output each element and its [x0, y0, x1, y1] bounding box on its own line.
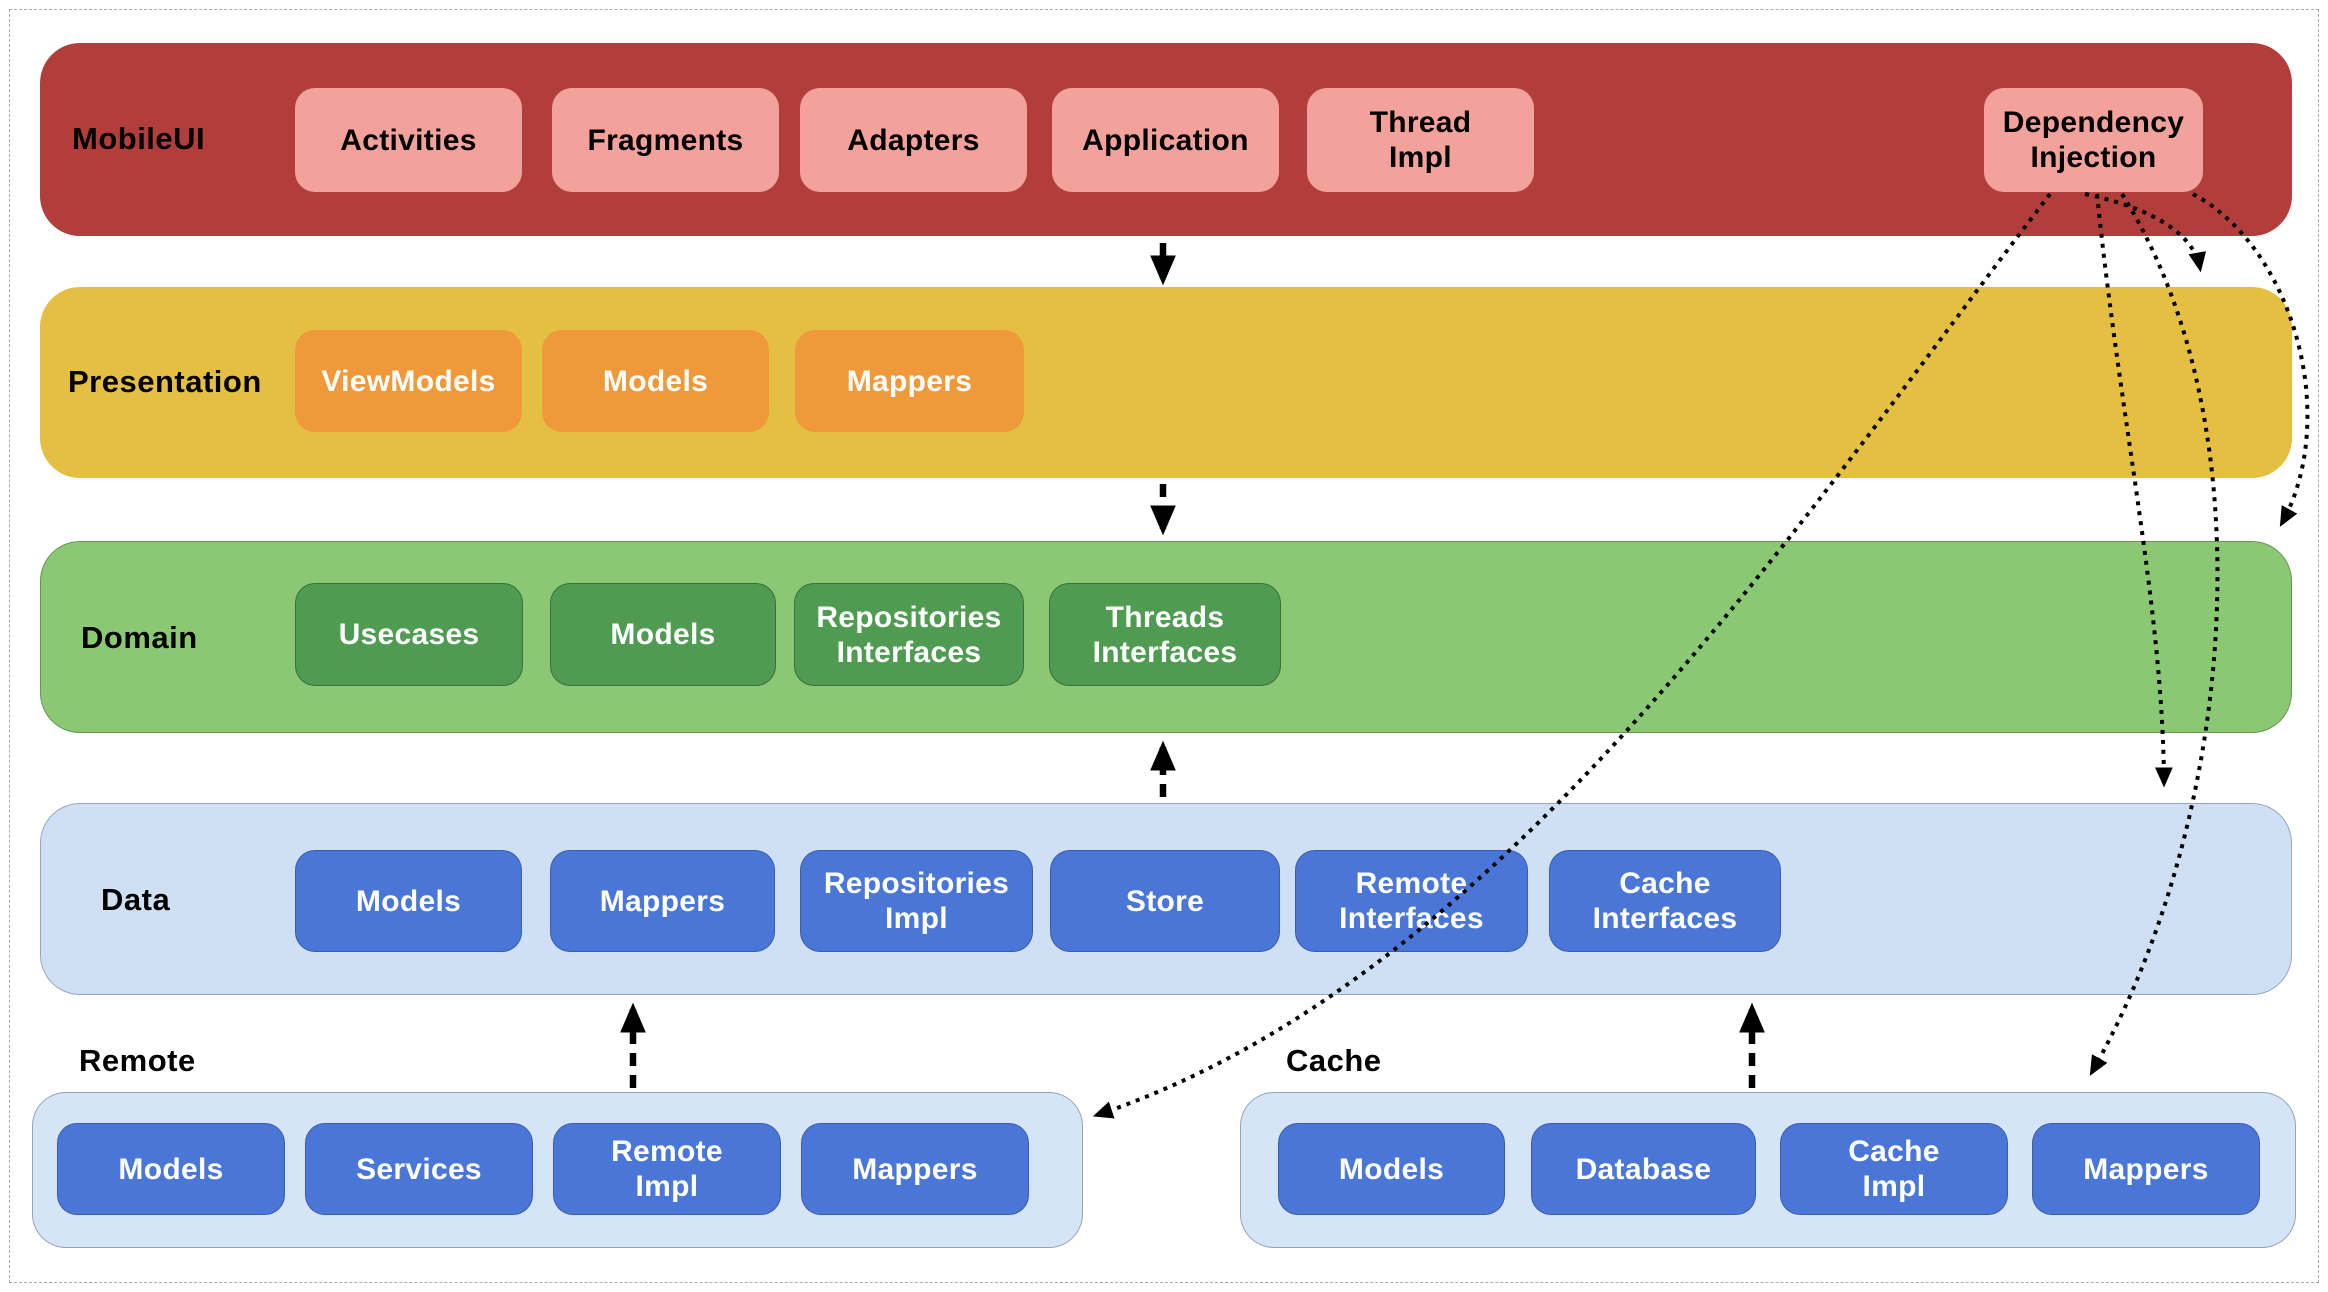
box-data-mappers: Mappers: [550, 850, 775, 952]
box-data-cache-interfaces: Cache Interfaces: [1549, 850, 1781, 952]
box-remote-services: Services: [305, 1123, 533, 1215]
box-cache-cache-impl: Cache Impl: [1780, 1123, 2008, 1215]
box-cache-mappers: Mappers: [2032, 1123, 2260, 1215]
layer-label-domain: Domain: [81, 620, 198, 655]
layer-label-remote: Remote: [79, 1043, 196, 1078]
box-domain-models: Models: [550, 583, 776, 686]
layer-label-presentation: Presentation: [68, 364, 262, 399]
box-mobileui-application: Application: [1052, 88, 1279, 192]
box-presentation-viewmodels: ViewModels: [295, 330, 522, 432]
box-data-remote-interfaces: Remote Interfaces: [1295, 850, 1528, 952]
box-data-repositories-impl: Repositories Impl: [800, 850, 1033, 952]
box-domain-repositories-interfaces: Repositories Interfaces: [794, 583, 1024, 686]
layer-label-mobileui: MobileUI: [72, 121, 206, 156]
box-data-models: Models: [295, 850, 522, 952]
box-mobileui-dependency-injection: Dependency Injection: [1984, 88, 2203, 192]
box-presentation-mappers: Mappers: [795, 330, 1024, 432]
box-mobileui-thread-impl: Thread Impl: [1307, 88, 1534, 192]
layer-label-cache: Cache: [1286, 1043, 1382, 1078]
box-remote-remote-impl: Remote Impl: [553, 1123, 781, 1215]
box-remote-mappers: Mappers: [801, 1123, 1029, 1215]
box-domain-threads-interfaces: Threads Interfaces: [1049, 583, 1281, 686]
box-data-store: Store: [1050, 850, 1280, 952]
box-mobileui-adapters: Adapters: [800, 88, 1027, 192]
box-cache-database: Database: [1531, 1123, 1756, 1215]
layer-label-data: Data: [101, 882, 171, 917]
box-domain-usecases: Usecases: [295, 583, 523, 686]
box-mobileui-activities: Activities: [295, 88, 522, 192]
box-remote-models: Models: [57, 1123, 285, 1215]
box-mobileui-fragments: Fragments: [552, 88, 779, 192]
box-cache-models: Models: [1278, 1123, 1505, 1215]
box-presentation-models: Models: [542, 330, 769, 432]
